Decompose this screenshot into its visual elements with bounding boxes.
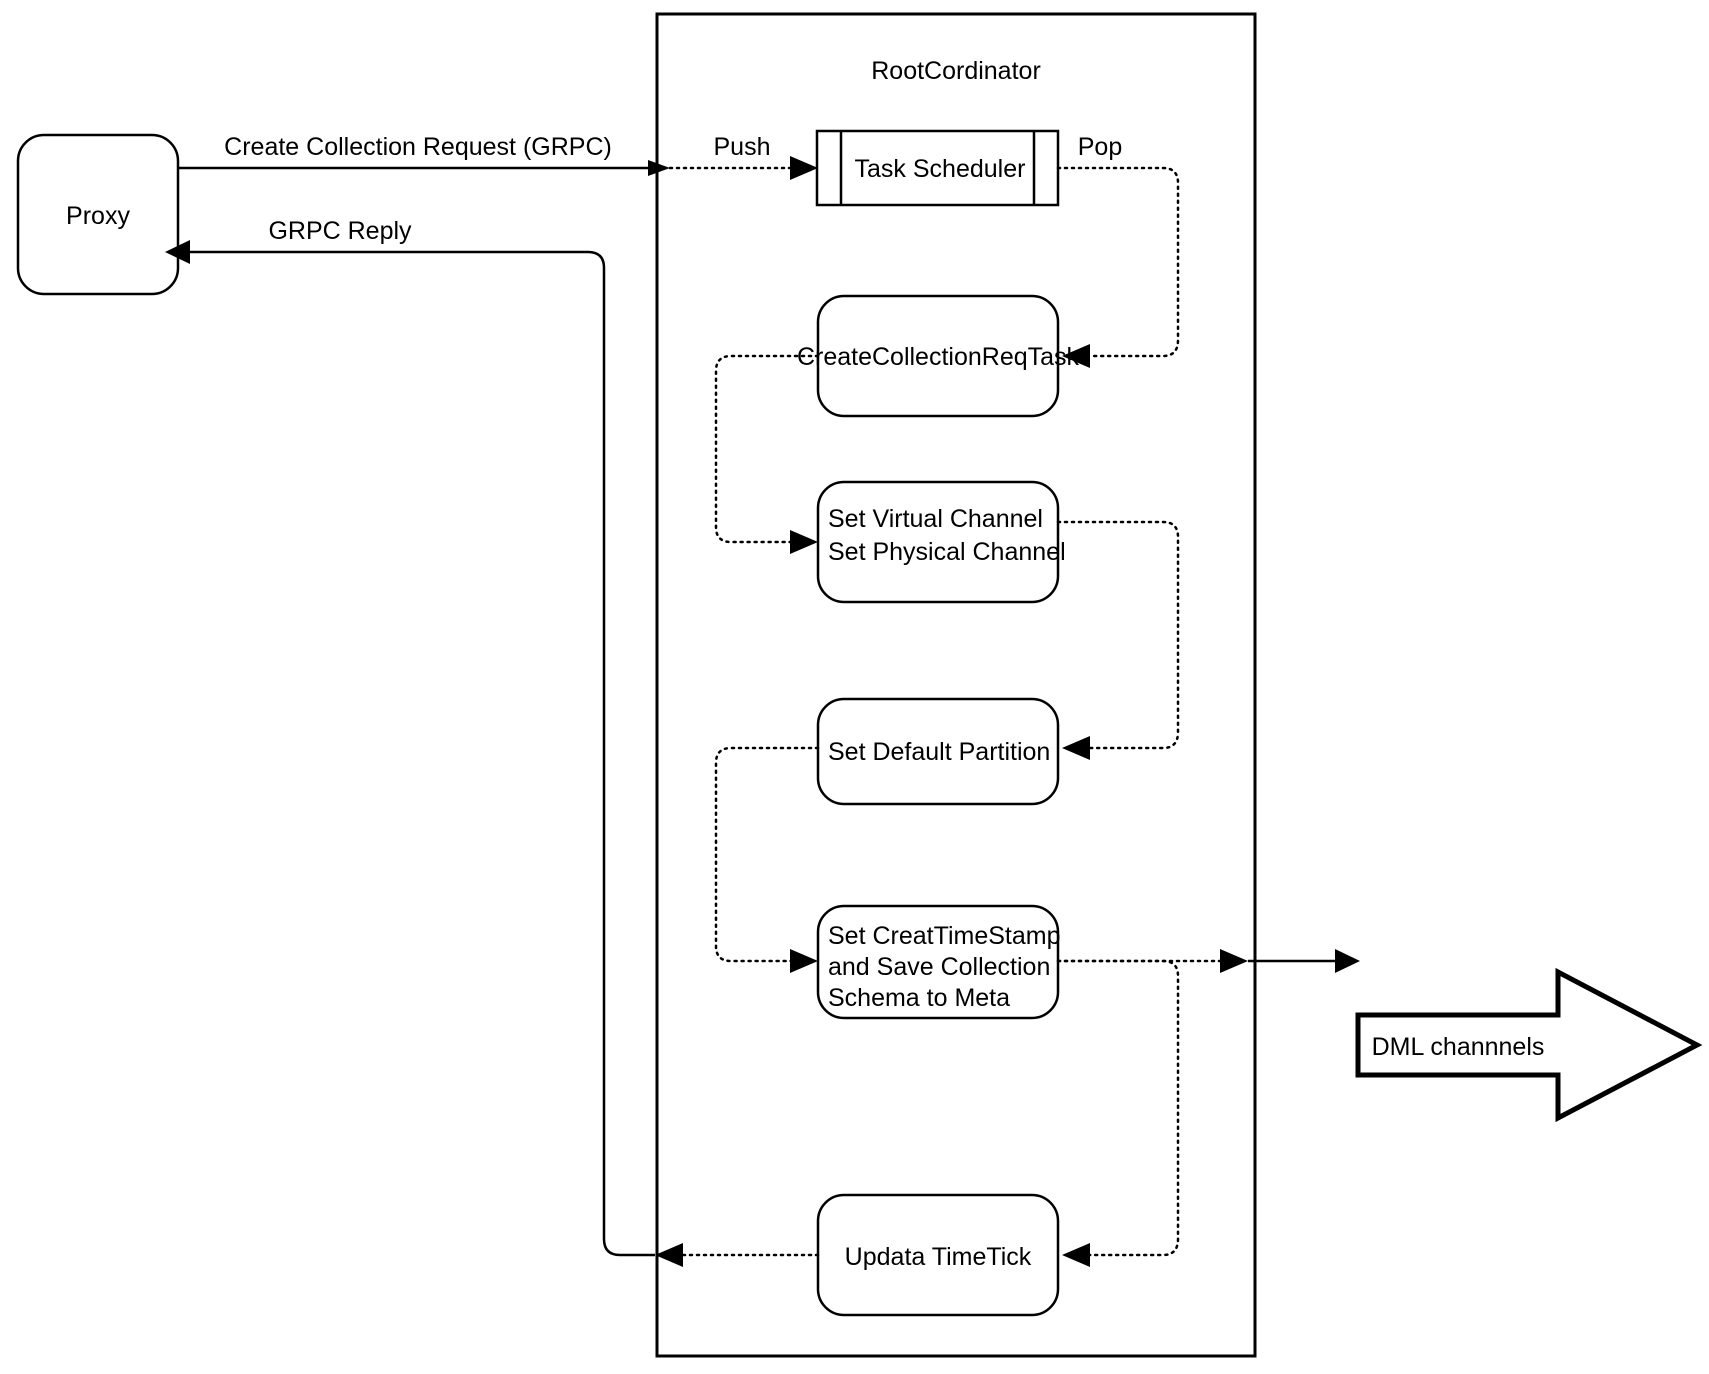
push-arrowhead: [790, 156, 818, 180]
default-partition-to-timestamp-arrowhead: [790, 949, 818, 973]
grpc-reply-arrowhead: [165, 240, 190, 264]
grpc-reply-line: [190, 250, 655, 1257]
set-create-timestamp-label-line3: Schema to Meta: [828, 984, 1010, 1012]
pop-line: [1056, 166, 1180, 358]
create-task-to-set-channels-arrowhead: [790, 530, 818, 554]
set-channels-label-line1: Set Virtual Channel: [828, 505, 1043, 533]
set-channels-to-default-partition-arrowhead: [1062, 736, 1090, 760]
grpc-reply-label: GRPC Reply: [268, 217, 412, 245]
set-channels-label-line2: Set Physical Channel: [828, 538, 1066, 566]
timestamp-to-timetick-arrowhead: [1062, 1243, 1090, 1267]
timetick-to-boundary-arrowhead: [655, 1243, 683, 1267]
timestamp-to-timetick-line: [1056, 959, 1180, 1257]
create-collection-req-task-label: CreateCollectionReqTask: [797, 343, 1080, 371]
dml-channels-block-arrow[interactable]: [1355, 967, 1703, 1123]
timestamp-to-dml-arrowhead-mid: [1220, 949, 1248, 973]
rootcordinator-label: RootCordinator: [871, 57, 1041, 85]
pop-arrowhead: [1062, 344, 1090, 368]
pop-label: Pop: [1078, 133, 1122, 161]
set-default-partition-node[interactable]: [816, 697, 1060, 806]
set-channels-to-default-partition-line: [1056, 520, 1180, 750]
proxy-node[interactable]: [16, 133, 180, 296]
proxy-label: Proxy: [66, 202, 130, 230]
updata-timetick-label: Updata TimeTick: [845, 1243, 1032, 1271]
create-collection-request-label: Create Collection Request (GRPC): [224, 133, 612, 161]
set-default-partition-label: Set Default Partition: [828, 738, 1050, 766]
task-scheduler-label: Task Scheduler: [855, 155, 1026, 183]
set-create-timestamp-label-line1: Set CreatTimeStamp: [828, 922, 1060, 950]
create-collection-request-arrowhead: [648, 160, 670, 176]
dml-channels-label: DML channnels: [1372, 1033, 1545, 1061]
rootcordinator-container: [655, 12, 1257, 1358]
container-to-dml-arrowhead: [1335, 949, 1360, 973]
push-label: Push: [714, 133, 771, 161]
set-create-timestamp-label-line2: and Save Collection: [828, 953, 1050, 981]
default-partition-to-timestamp-line: [714, 746, 820, 963]
create-task-to-set-channels-line: [714, 354, 820, 544]
set-channels-node[interactable]: [816, 480, 1060, 604]
